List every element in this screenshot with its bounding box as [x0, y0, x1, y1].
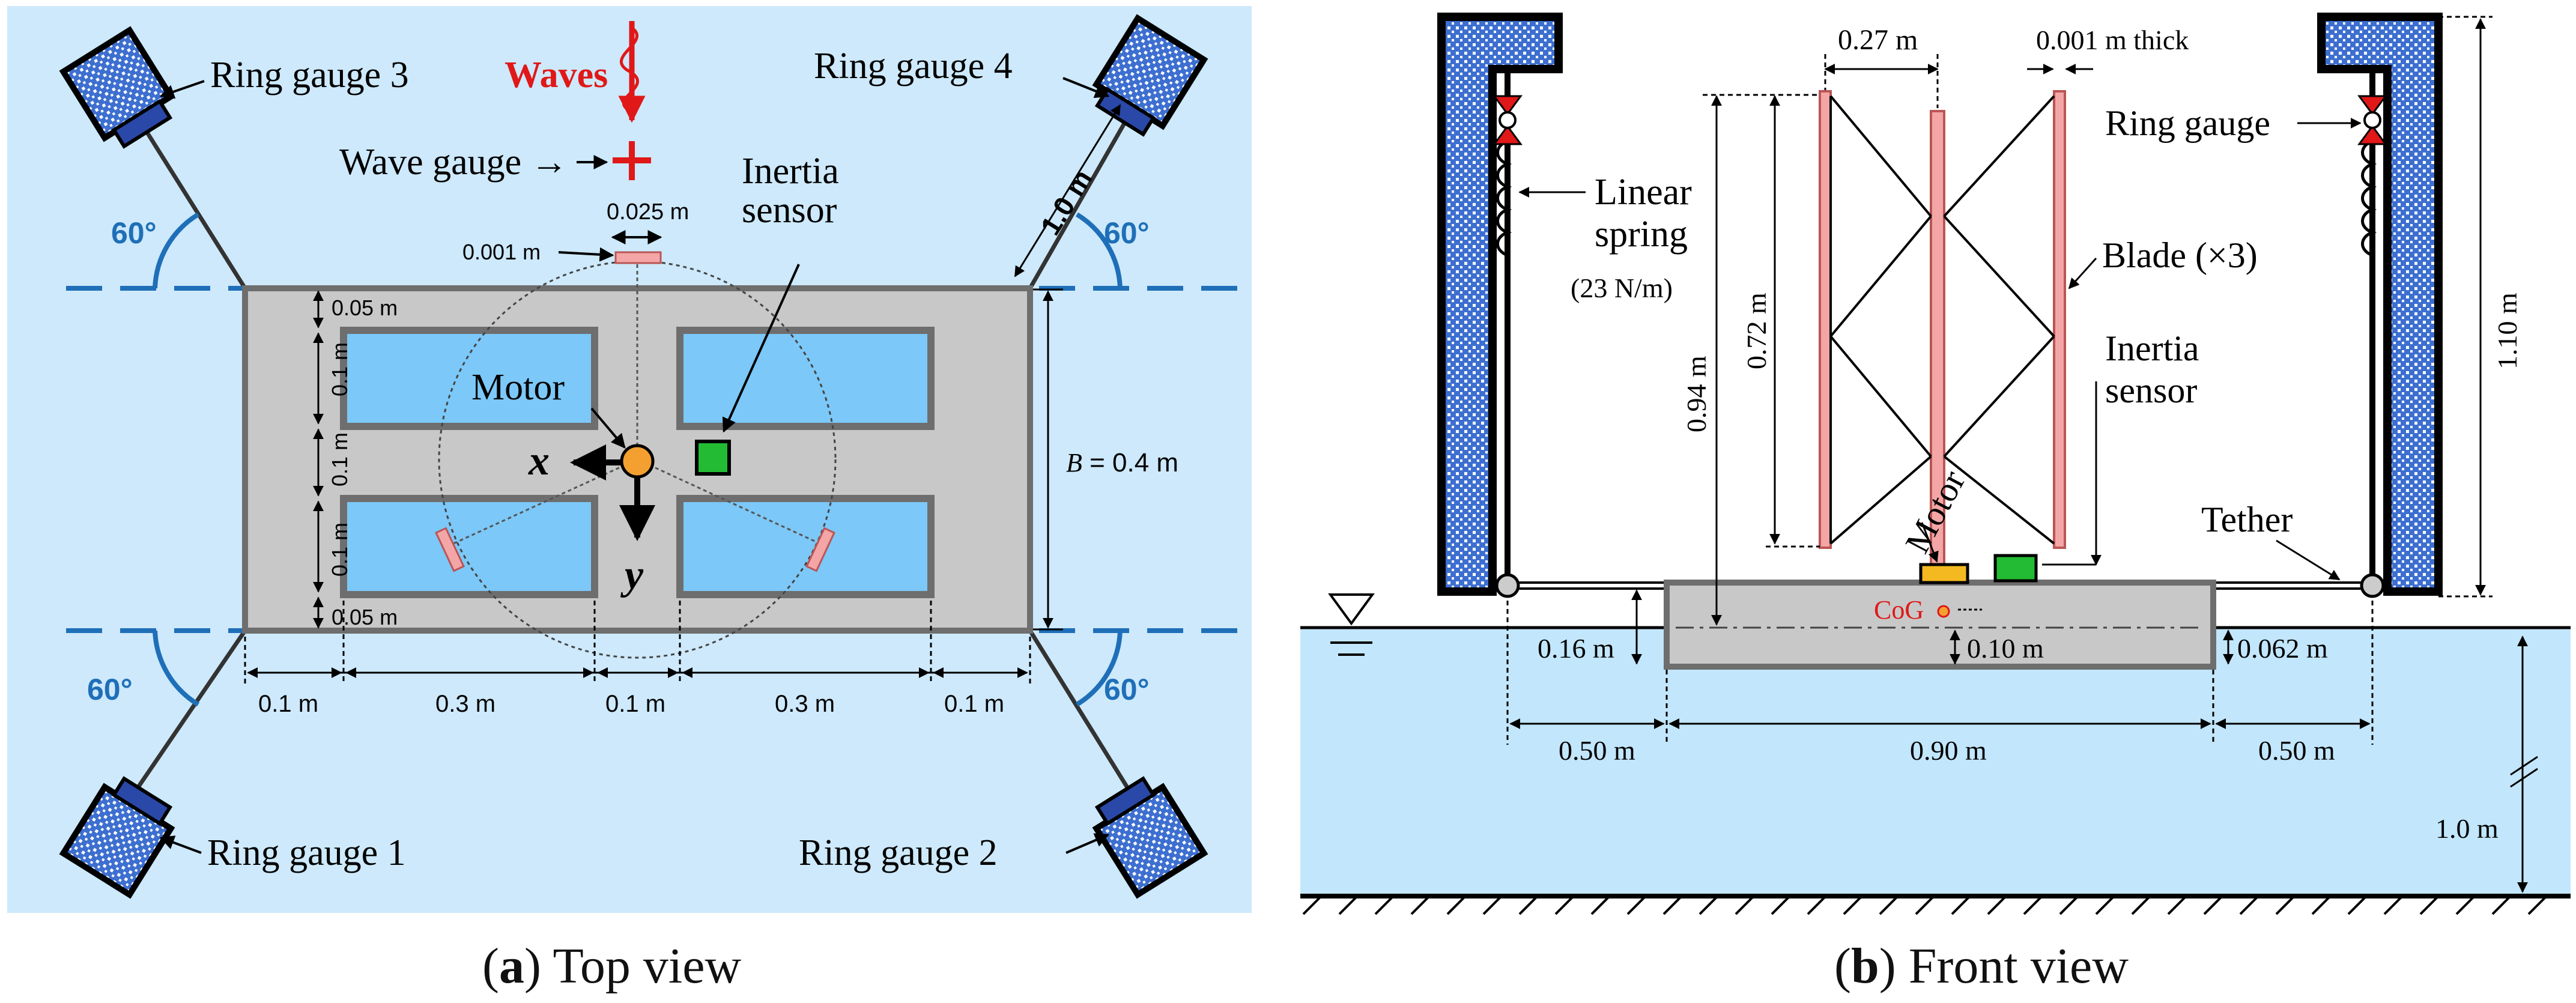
ring-gauge-3-label: Ring gauge 3 [210, 55, 409, 95]
motor-label: Motor [471, 367, 565, 408]
dim-027-label: 0.27 m [1838, 24, 1918, 56]
dim-blade-thick: 0.001 m [462, 240, 541, 264]
pulleys [1495, 573, 2385, 598]
dim-breadth: B = 0.4 m [1066, 448, 1178, 477]
blade-label: Blade (×3) [2102, 235, 2258, 275]
inertia-sensor-label-2: sensor [742, 190, 837, 231]
caption-b-letter: b [1850, 938, 1879, 994]
dimension-lines [244, 104, 1121, 685]
dim-016-label: 0.16 m [1538, 633, 1614, 664]
blades-top [435, 251, 835, 572]
dim-01-b: 0.1 m [327, 432, 352, 486]
dim-005-top: 0.05 m [332, 295, 398, 320]
dim-050-left-label: 0.50 m [1559, 735, 1635, 766]
ring-gauge-label-front: Ring gauge [2105, 103, 2270, 143]
inertia-sensor-front-label-1: Inertia [2105, 329, 2199, 368]
dim-01-c: 0.1 m [327, 523, 352, 577]
dim-110-label: 1.10 m [2492, 292, 2523, 369]
axis-x-label: x [528, 438, 550, 484]
caption-a-letter: a [499, 938, 524, 994]
blade-spokes [453, 258, 820, 545]
tether-label: Tether [2201, 500, 2293, 539]
motor-icon-front [1919, 563, 1969, 584]
ring-gauge-icons [1493, 95, 2387, 145]
wave-gauge-label: Wave gauge → [339, 142, 568, 183]
blades-front [1819, 90, 2066, 566]
top-view-panel: Ring gauge 3 Ring gauge 4 Ring gauge 1 R… [7, 6, 1252, 913]
ring-gauge-1-label: Ring gauge 1 [207, 832, 406, 873]
angle-label-tl: 60° [111, 216, 157, 250]
inertia-sensor-label-1: Inertia [742, 151, 839, 192]
caption-b: (b) Front view [1834, 938, 2129, 994]
ring-gauge-2-label: Ring gauge 2 [799, 832, 998, 873]
dim-01-a: 0.1 m [327, 342, 352, 396]
seabed-hatching [1302, 895, 2548, 915]
dim-094-label: 0.94 m [1681, 356, 1712, 432]
tether-lines [1508, 581, 2372, 590]
dim-090-label: 0.90 m [1910, 735, 1987, 766]
cog-label: CoG [1874, 595, 1924, 625]
motor-icon [620, 444, 655, 479]
rotor-circle [438, 260, 837, 659]
dim-03-left: 0.3 m [435, 691, 496, 717]
dim-thick-label: 0.001 m thick [2036, 25, 2189, 55]
motor-front-label: Motor [1897, 464, 1972, 560]
dim-050-right-label: 0.50 m [2258, 735, 2335, 766]
hull-front [1664, 580, 2216, 670]
spring-constant-label: (23 N/m) [1571, 273, 1673, 303]
inertia-sensor-icon-front [1993, 554, 2038, 583]
dim-010-label: 0.10 m [1967, 633, 2044, 664]
dim-breadth-value: = 0.4 m [1082, 448, 1178, 477]
dim-10-label: 1.0 m [2435, 813, 2499, 844]
dim-01-left: 0.1 m [258, 691, 318, 717]
axis-y-label: y [620, 552, 644, 598]
waves-label: Waves [505, 55, 608, 95]
angle-label-br: 60° [1104, 673, 1150, 706]
linear-spring-label-2: spring [1595, 214, 1688, 255]
front-view-panel: 0.27 m 0.001 m thick Ring gauge Linear s… [1300, 13, 2571, 915]
dim-01-mid: 0.1 m [605, 691, 665, 717]
cog-icon [1937, 605, 1950, 618]
dim-breadth-symbol: B [1066, 448, 1082, 477]
ring-gauge-4-label: Ring gauge 4 [814, 46, 1013, 86]
dim-072-label: 0.72 m [1741, 292, 1772, 369]
inertia-sensor-icon [695, 440, 731, 476]
caption-b-text: Front view [1896, 938, 2129, 994]
front-dimension-lines [1506, 16, 2538, 893]
caption-a-text: Top view [541, 938, 742, 994]
dim-0062-label: 0.062 m [2237, 633, 2328, 664]
leader-arrows [159, 77, 1110, 854]
water-level-icon [1328, 593, 1375, 656]
dim-03-right: 0.3 m [775, 691, 835, 717]
waves-icon [613, 21, 651, 180]
inertia-sensor-front-label-2: sensor [2105, 371, 2197, 410]
angle-label-tr: 60° [1104, 216, 1150, 250]
dim-005-bottom: 0.05 m [332, 605, 398, 629]
blade-struts [1829, 95, 2055, 545]
hull-windows [340, 327, 935, 598]
caption-a: (a) Top view [482, 938, 742, 994]
angle-label-bl: 60° [87, 673, 133, 706]
water-body [1300, 628, 2571, 896]
dim-01-right: 0.1 m [944, 691, 1004, 717]
linear-spring-label-1: Linear [1595, 172, 1692, 213]
dim-blade-width: 0.025 m [607, 199, 689, 225]
